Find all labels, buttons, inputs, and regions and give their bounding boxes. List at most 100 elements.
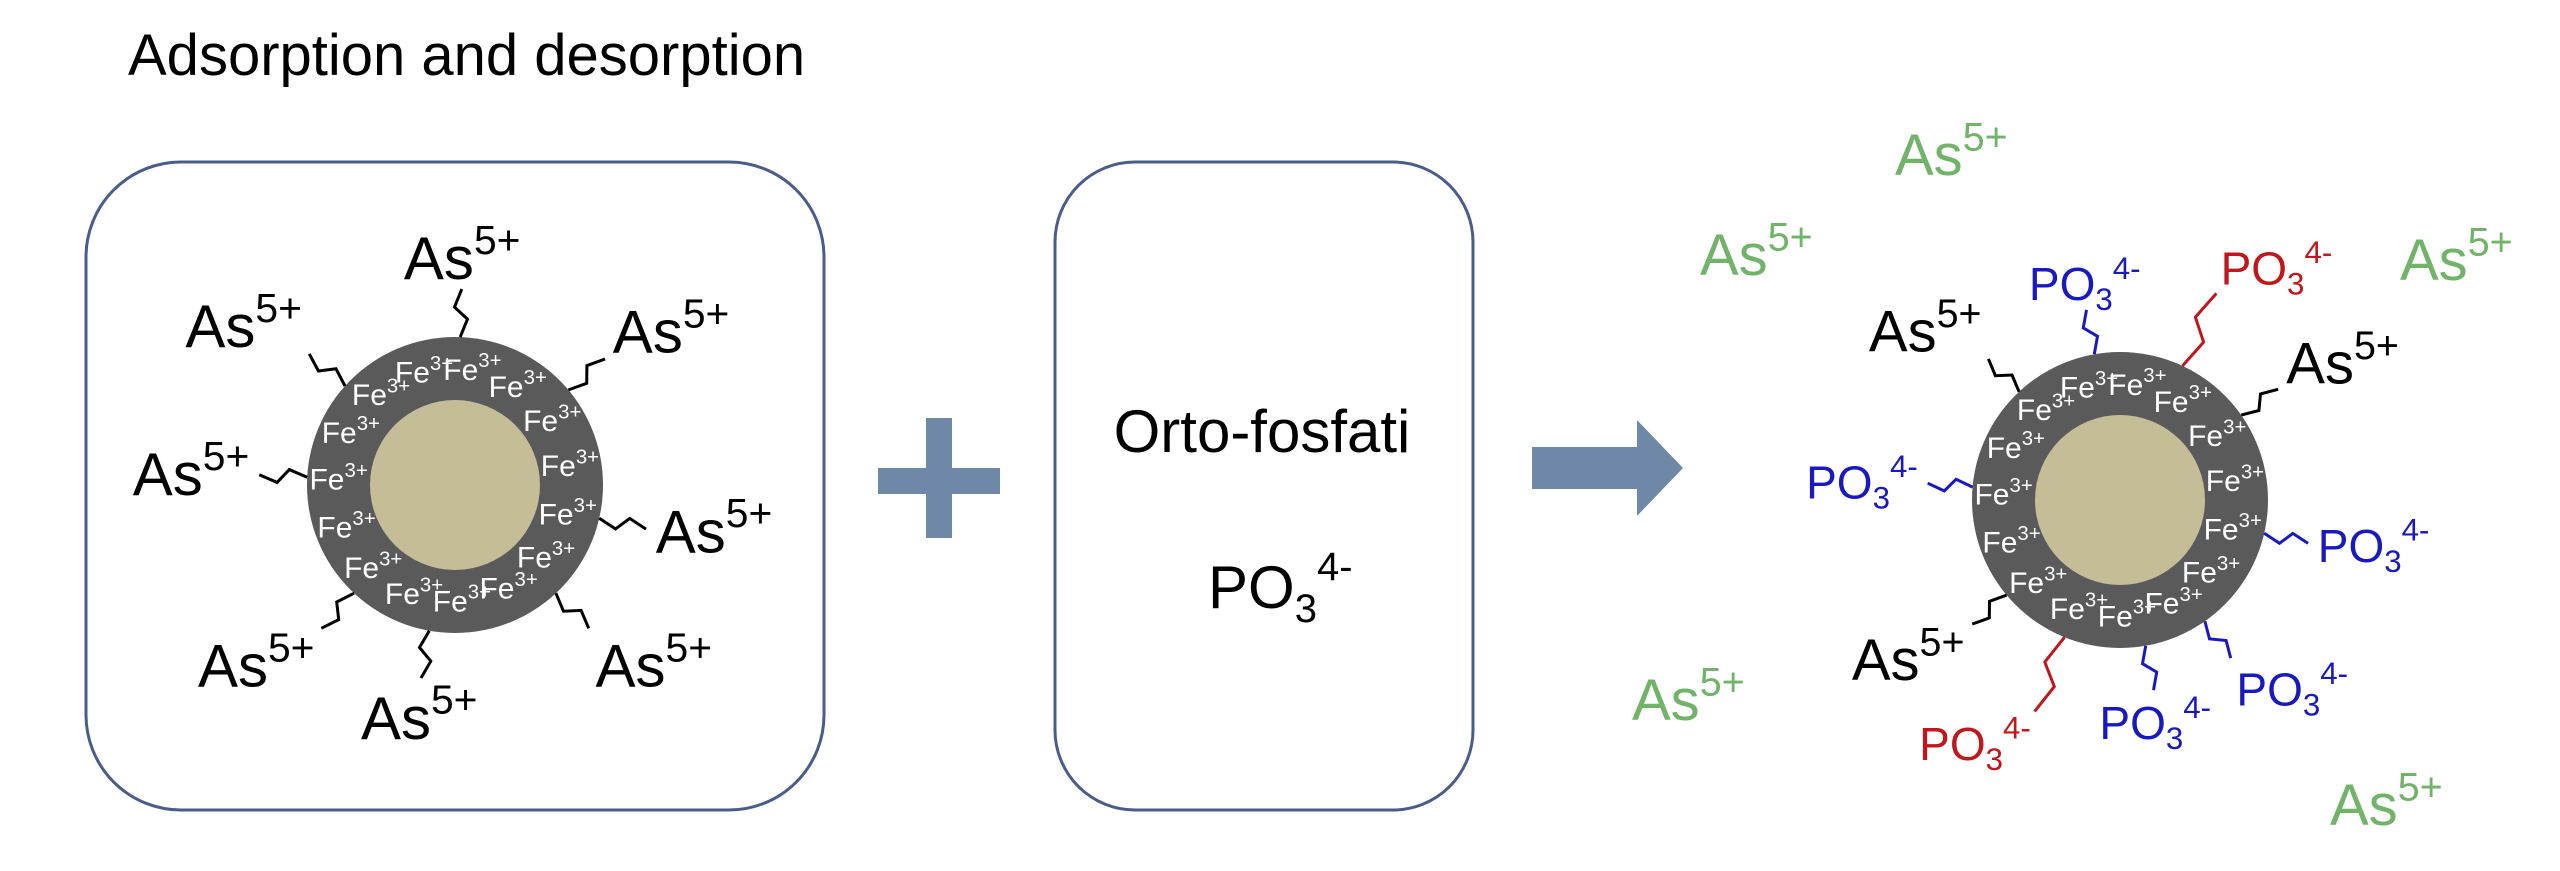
free-arsenic: As5+ xyxy=(1700,216,1813,288)
left-particle-fe-label-base: Fe xyxy=(395,357,430,390)
right-particle-fe-label: Fe3+ xyxy=(1987,428,2045,465)
left-particle-fe-label-base: Fe xyxy=(317,512,352,545)
left-particle-fe-label-charge: 3+ xyxy=(558,401,581,423)
right-particle-fe-label-base: Fe xyxy=(2017,394,2052,427)
left-bound-arsenic-label-charge: 5+ xyxy=(268,624,315,670)
left-bound-arsenic-bond xyxy=(258,467,308,485)
right-particle-fe-label: Fe3+ xyxy=(2154,382,2212,419)
right-particle-fe-label-base: Fe xyxy=(1987,432,2022,465)
left-particle-fe-label: Fe3+ xyxy=(539,495,597,532)
right-bound-phosphate-blue-bond xyxy=(1927,477,1974,493)
right-particle-fe-label: Fe3+ xyxy=(2108,365,2166,402)
right-particle-fe-label-base: Fe xyxy=(2009,567,2044,600)
right-particle-fe-label-charge: 3+ xyxy=(2133,597,2156,619)
right-particle-fe-label-charge: 3+ xyxy=(2085,589,2108,611)
left-bound-arsenic-label-charge: 5+ xyxy=(726,490,773,536)
left-bound-arsenic-bond xyxy=(567,357,606,392)
right-particle-fe-label: Fe3+ xyxy=(2182,553,2240,590)
left-bound-arsenic-label: As5+ xyxy=(613,290,730,365)
right-bound-phosphate-red-label: PO34- xyxy=(2221,235,2333,301)
right-particle-fe-label-charge: 3+ xyxy=(2180,584,2203,606)
left-bound-arsenic-bond xyxy=(598,516,647,531)
right-particle-fe-label: Fe3+ xyxy=(1982,523,2040,560)
right-bound-phosphate-blue-label-sub: 3 xyxy=(2166,721,2183,756)
left-bound-arsenic-label-charge: 5+ xyxy=(683,290,730,336)
left-particle-fe-label: Fe3+ xyxy=(385,574,443,611)
free-arsenic: As5+ xyxy=(2330,766,2443,838)
left-bound-arsenic-label-charge: 5+ xyxy=(474,217,521,263)
left-bound-arsenic-label-base: As xyxy=(133,441,203,508)
left-particle-fe-label-charge: 3+ xyxy=(387,375,410,397)
free-arsenic: As5+ xyxy=(2400,221,2513,293)
left-bound-arsenic-label: As5+ xyxy=(595,624,712,699)
free-arsenic-charge: 5+ xyxy=(2468,221,2513,265)
right-bound-arsenic-bond xyxy=(1987,358,2021,393)
left-nanoparticle: Fe3+Fe3+Fe3+Fe3+Fe3+Fe3+Fe3+Fe3+Fe3+Fe3+… xyxy=(133,217,773,752)
left-bound-arsenic-bond xyxy=(307,353,347,387)
reagent-formula-base: PO xyxy=(1208,554,1295,621)
right-particle-fe-label: Fe3+ xyxy=(2009,563,2067,600)
reagent-name: Orto-fosfati xyxy=(1114,398,1411,465)
left-particle-fe-label-base: Fe xyxy=(443,354,478,387)
right-particle-fe-label: Fe3+ xyxy=(2204,510,2262,547)
reagent-formula-sub: 3 xyxy=(1295,587,1317,631)
left-particle-fe-label: Fe3+ xyxy=(541,446,599,483)
left-particle-fe-label: Fe3+ xyxy=(322,413,380,450)
right-bound-arsenic-label: As5+ xyxy=(2286,324,2399,396)
right-particle-fe-label-charge: 3+ xyxy=(2223,416,2246,438)
left-particle-fe-label-charge: 3+ xyxy=(430,353,453,375)
right-bound-phosphate-red-label-base: PO xyxy=(2221,242,2287,294)
left-bound-arsenic-bond xyxy=(452,288,470,338)
right-particle-fe-label-charge: 3+ xyxy=(2044,563,2067,585)
free-arsenic-ions: As5+As5+As5+As5+As5+ xyxy=(1632,116,2513,838)
right-particle-fe-label-charge: 3+ xyxy=(2143,365,2166,387)
left-bound-arsenic-bond xyxy=(320,591,355,630)
right-bound-phosphate-blue-bond xyxy=(2263,531,2309,546)
left-particle-fe-label-charge: 3+ xyxy=(345,460,368,482)
left-particle-fe-label: Fe3+ xyxy=(443,350,501,387)
right-bound-phosphate-blue-label: PO34- xyxy=(1806,449,1918,515)
right-bound-phosphate-blue-label-sub: 3 xyxy=(2095,282,2112,317)
free-arsenic-base: As xyxy=(2330,773,2398,838)
left-bound-arsenic-label: As5+ xyxy=(404,217,521,292)
left-particle-fe-label-base: Fe xyxy=(385,578,420,611)
right-particle-fe-label-base: Fe xyxy=(2188,420,2223,453)
left-particle-fe-label-base: Fe xyxy=(352,379,387,412)
left-bound-arsenic-label-charge: 5+ xyxy=(431,677,478,723)
left-particle-fe-label-charge: 3+ xyxy=(576,446,599,468)
left-particle-fe-label: Fe3+ xyxy=(433,582,491,619)
right-particle-fe-label-charge: 3+ xyxy=(2017,523,2040,545)
left-particle-fe-label-base: Fe xyxy=(344,552,379,585)
right-particle-fe-label-charge: 3+ xyxy=(2239,510,2262,532)
right-particle-fe-label: Fe3+ xyxy=(2144,584,2202,621)
free-arsenic-charge: 5+ xyxy=(1768,216,1813,260)
free-arsenic-base: As xyxy=(1632,668,1700,733)
left-bound-arsenic-label: As5+ xyxy=(198,624,315,699)
left-particle-fe-label: Fe3+ xyxy=(479,569,537,606)
left-bound-arsenic-label-base: As xyxy=(595,633,665,700)
right-particle-fe-label-base: Fe xyxy=(2204,513,2239,546)
right-bound-phosphate-blue-label-base: PO xyxy=(2099,697,2165,749)
reagent-formula: PO34- xyxy=(1208,545,1353,631)
left-bound-arsenic-label: As5+ xyxy=(133,433,250,508)
middle-panel-frame xyxy=(1053,160,1475,812)
right-particle-fe-label-base: Fe xyxy=(2098,600,2133,633)
left-bound-arsenic-bond xyxy=(417,630,433,679)
left-particle-fe-label-charge: 3+ xyxy=(352,508,375,530)
right-particle-fe-label-base: Fe xyxy=(2050,593,2085,626)
free-arsenic-charge: 5+ xyxy=(1700,661,1745,705)
left-particle-fe-label: Fe3+ xyxy=(395,353,453,390)
right-bound-phosphate-blue-label-base: PO xyxy=(2236,663,2302,715)
left-bound-arsenic-bond xyxy=(554,592,591,629)
right-bound-arsenic-bond xyxy=(1971,593,2008,626)
right-particle-fe-label-base: Fe xyxy=(2154,386,2189,419)
right-bound-phosphate-blue-label-charge: 4- xyxy=(2113,251,2141,286)
left-particle-fe-label-charge: 3+ xyxy=(468,582,491,604)
left-bound-arsenic-label: As5+ xyxy=(361,677,478,752)
right-arrow-icon xyxy=(1532,420,1683,516)
right-particle-fe-label-charge: 3+ xyxy=(2095,368,2118,390)
left-particle-fe-label-base: Fe xyxy=(309,464,344,497)
right-particle-core xyxy=(2035,415,2205,585)
left-particle-fe-label-charge: 3+ xyxy=(420,574,443,596)
